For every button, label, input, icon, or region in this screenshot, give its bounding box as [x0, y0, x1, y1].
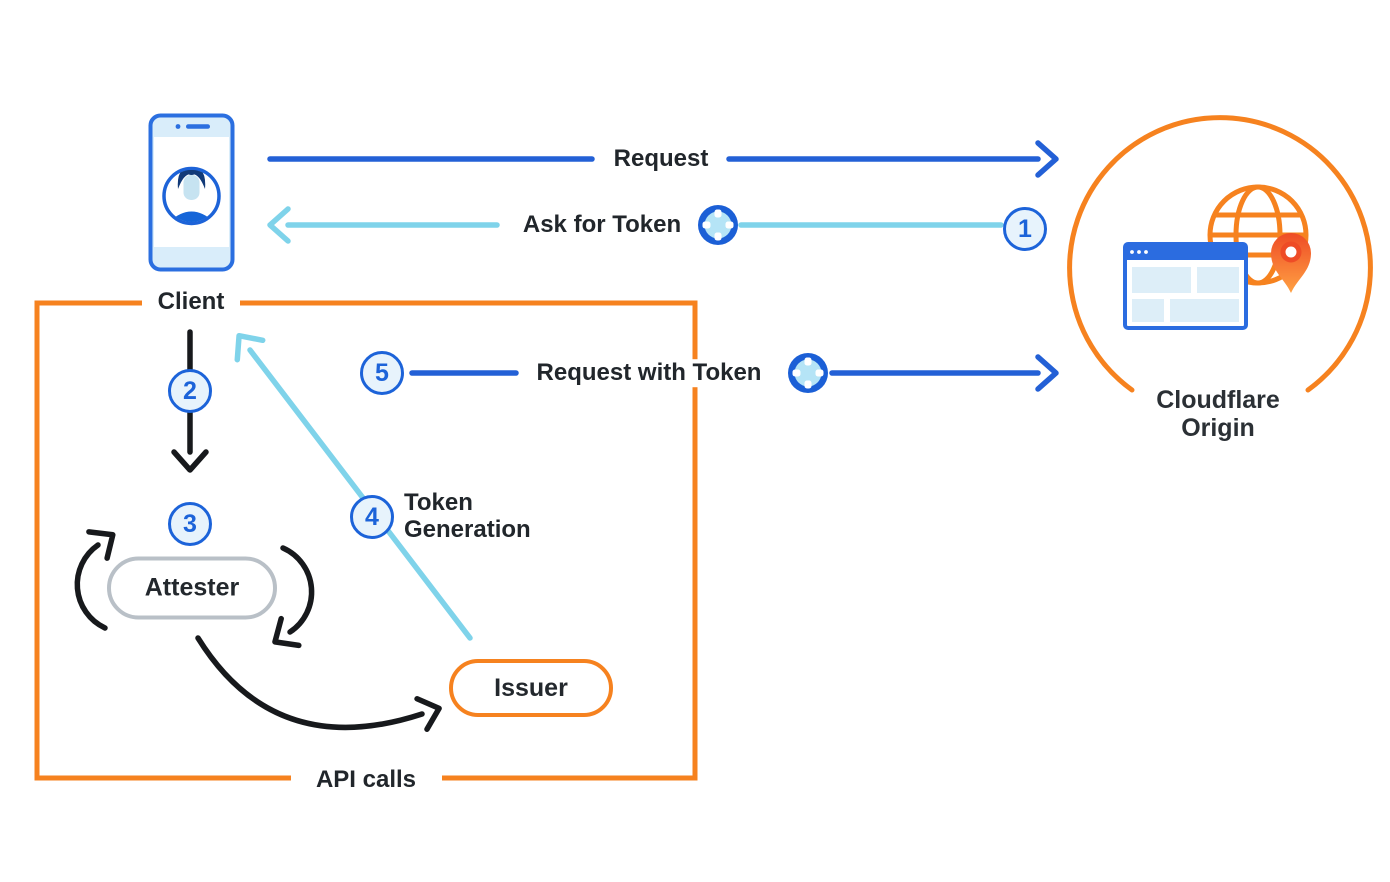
user-avatar-icon: [162, 166, 221, 226]
step-badge-1: 1: [1003, 207, 1047, 251]
step-badge-2: 2: [168, 369, 212, 413]
api-calls-label: API calls: [306, 766, 426, 794]
cloudflare-origin-label: Cloudflare Origin: [1156, 386, 1280, 442]
attester-loop-left-arrow: [74, 529, 116, 631]
browser-window-icon: [1123, 242, 1248, 330]
attester-label: Attester: [144, 573, 240, 602]
attester-loop-right-arrow: [272, 545, 315, 649]
api-calls-box: [34, 300, 698, 781]
token-icon: [788, 353, 828, 393]
step-badge-5: 5: [360, 351, 404, 395]
token-generation-arrow: [234, 332, 473, 641]
request-label: Request: [604, 145, 718, 173]
issuer-label: Issuer: [494, 673, 568, 702]
step-badge-4: 4: [350, 495, 394, 539]
cloudflare-origin-circle: [1067, 115, 1373, 393]
token-icon: [698, 205, 738, 245]
request-with-token-label: Request with Token: [527, 359, 771, 387]
client-label: Client: [148, 288, 234, 316]
smartphone-user-icon: [148, 113, 235, 272]
issuer-node: Issuer: [449, 659, 613, 717]
token-generation-label: Token Generation: [404, 489, 531, 543]
globe-browser-location-pin-icon: [1123, 184, 1311, 330]
location-pin-icon: [1271, 233, 1311, 293]
step-badge-3: 3: [168, 502, 212, 546]
ask-for-token-label: Ask for Token: [513, 211, 691, 239]
attester-node: Attester: [107, 556, 277, 620]
attester-to-issuer-arrow: [195, 635, 442, 732]
